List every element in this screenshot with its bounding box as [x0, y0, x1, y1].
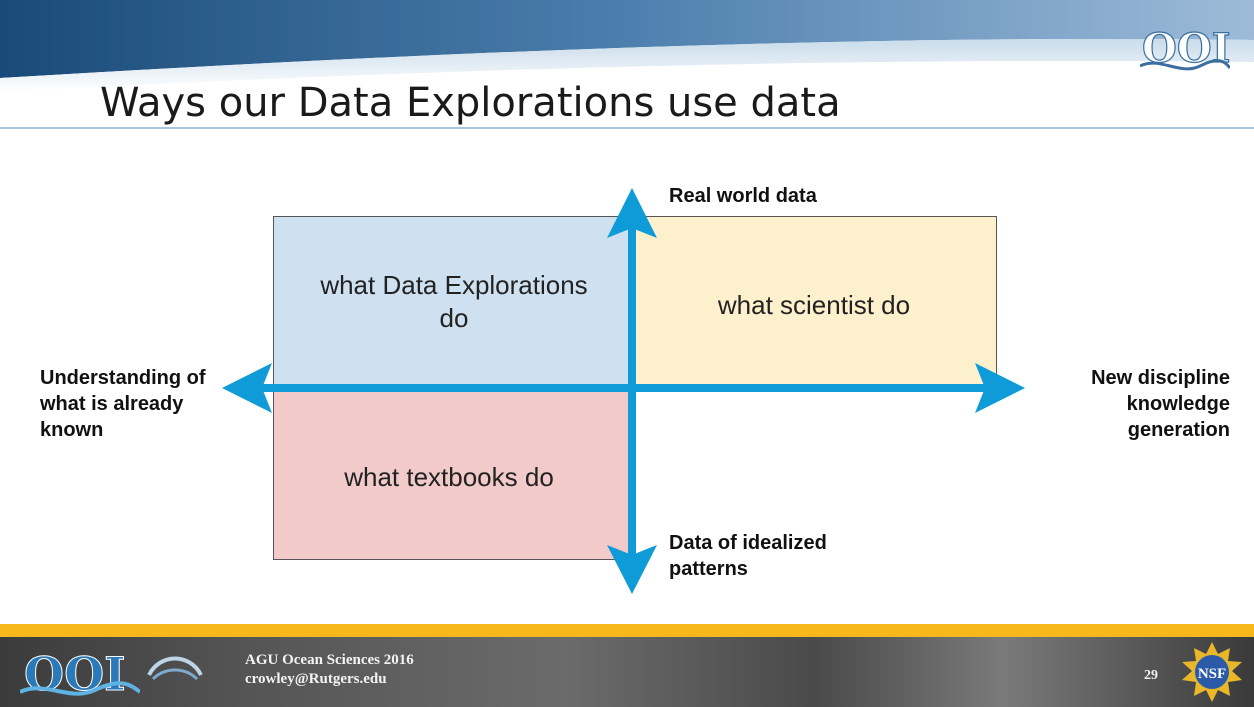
footer-accent-bar	[0, 624, 1254, 637]
footer-credits: AGU Ocean Sciences 2016 crowley@Rutgers.…	[245, 651, 414, 689]
axis-label-top: Real world data	[669, 185, 817, 207]
footer-ooi-logo-icon: OOI	[20, 647, 140, 702]
svg-text:OOI: OOI	[1142, 25, 1230, 72]
header-band	[0, 0, 1254, 129]
quadrant-bottom-left: what textbooks do	[273, 388, 633, 560]
horizontal-axis-arrow	[222, 363, 1025, 413]
left-arrowhead-icon	[222, 363, 272, 413]
quadrant-bottom-right	[633, 388, 997, 560]
axis-label-right: New discipline knowledge generation	[1091, 367, 1230, 441]
footer-conference: AGU Ocean Sciences 2016	[245, 652, 414, 668]
svg-text:NSF: NSF	[1198, 666, 1226, 682]
consortium-logo-icon	[147, 656, 203, 681]
nsf-logo-icon: NSF	[1182, 642, 1242, 702]
up-arrowhead-icon	[607, 188, 657, 238]
quadrant-top-right: what scientist do	[633, 216, 997, 388]
page-number: 29	[1144, 668, 1158, 683]
down-arrowhead-icon	[607, 545, 657, 594]
footer-email: crowley@Rutgers.edu	[245, 671, 387, 687]
quadrant-top-left-label: what Data Explorations do	[320, 270, 588, 333]
slide-title: Ways our Data Explorations use data	[100, 80, 841, 126]
quadrant-top-right-label: what scientist do	[717, 290, 911, 320]
ooi-logo-icon: OOI	[1140, 24, 1230, 73]
vertical-axis-arrow	[607, 188, 657, 594]
right-arrowhead-icon	[975, 363, 1025, 413]
quadrant-bottom-left-label: what textbooks do	[344, 462, 554, 492]
quadrant-top-left: what Data Explorations do	[273, 216, 633, 388]
axis-label-left: Understanding of what is already known	[40, 367, 206, 441]
footer-background-image	[0, 637, 1254, 707]
axis-label-bottom: Data of idealized patterns	[669, 532, 827, 580]
